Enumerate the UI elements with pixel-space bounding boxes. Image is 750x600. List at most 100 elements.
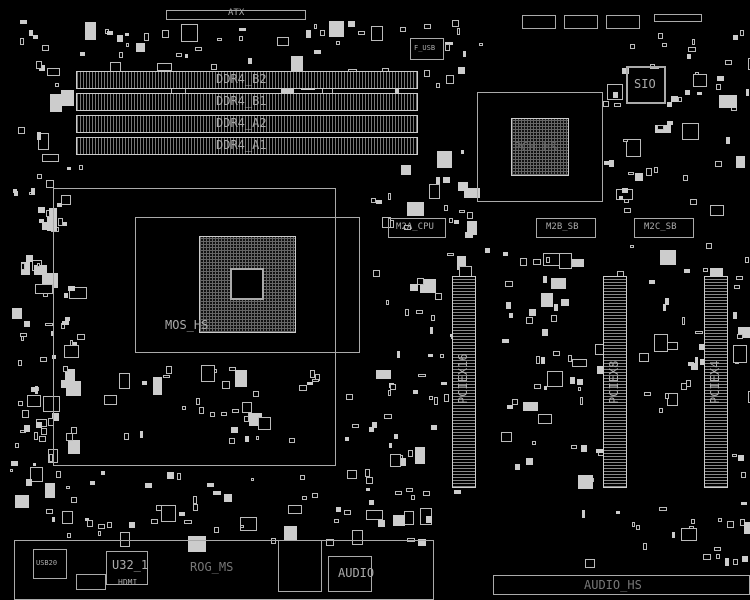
component-pad[interactable]: [529, 309, 536, 316]
component-pad[interactable]: [415, 447, 425, 463]
component-pad[interactable]: [544, 386, 547, 390]
component-pad[interactable]: [538, 414, 552, 424]
component-pad[interactable]: [98, 531, 101, 536]
component-pad[interactable]: [320, 30, 325, 36]
component-pad[interactable]: [56, 471, 61, 478]
component-pad[interactable]: [431, 425, 437, 430]
component-pad[interactable]: [716, 84, 722, 90]
component-pad[interactable]: [745, 257, 748, 264]
component-pad[interactable]: [622, 188, 627, 192]
component-pad[interactable]: [659, 408, 663, 413]
component-pad[interactable]: [66, 486, 70, 489]
component-pad[interactable]: [646, 168, 652, 176]
lan-connector[interactable]: [278, 540, 322, 592]
component-pad[interactable]: [371, 198, 376, 203]
component-pad[interactable]: [447, 253, 454, 256]
component-pad[interactable]: [658, 33, 663, 38]
component-pad[interactable]: [417, 278, 423, 285]
component-pad[interactable]: [240, 525, 244, 528]
component-pad[interactable]: [284, 526, 296, 540]
component-pad[interactable]: [26, 255, 34, 262]
component-pad[interactable]: [715, 161, 721, 167]
component-pad[interactable]: [662, 43, 667, 47]
component-pad[interactable]: [405, 309, 408, 316]
component-pad[interactable]: [431, 315, 435, 321]
component-pad[interactable]: [732, 454, 737, 457]
component-pad[interactable]: [683, 175, 688, 181]
component-pad[interactable]: [444, 394, 450, 402]
component-pad[interactable]: [39, 436, 46, 441]
component-pad[interactable]: [406, 488, 413, 493]
component-pad[interactable]: [581, 445, 587, 452]
component-pad[interactable]: [193, 504, 198, 511]
component-pad[interactable]: [553, 351, 559, 356]
component-pad[interactable]: [526, 317, 533, 324]
component-pad[interactable]: [334, 519, 339, 522]
component-pad[interactable]: [411, 495, 415, 500]
component-pad[interactable]: [410, 284, 418, 291]
component-pad[interactable]: [726, 137, 730, 143]
component-pad[interactable]: [41, 428, 47, 435]
component-pad[interactable]: [329, 21, 344, 38]
component-pad[interactable]: [388, 390, 391, 396]
component-pad[interactable]: [18, 127, 25, 133]
component-pad[interactable]: [657, 125, 664, 129]
component-pad[interactable]: [119, 52, 123, 59]
component-pad[interactable]: [454, 490, 460, 495]
component-pad[interactable]: [390, 384, 396, 390]
component-pad[interactable]: [10, 469, 13, 472]
component-pad[interactable]: [207, 483, 213, 487]
component-pad[interactable]: [251, 478, 254, 481]
component-pad[interactable]: [37, 263, 41, 267]
component-pad[interactable]: [67, 167, 71, 170]
component-pad[interactable]: [372, 422, 377, 428]
component-pad[interactable]: [369, 500, 373, 505]
component-pad[interactable]: [681, 528, 697, 541]
component-pad[interactable]: [177, 473, 181, 480]
component-pad[interactable]: [345, 437, 349, 440]
component-pad[interactable]: [693, 74, 708, 87]
component-pad[interactable]: [452, 20, 459, 27]
component-pad[interactable]: [423, 491, 430, 496]
component-pad[interactable]: [570, 377, 575, 384]
component-pad[interactable]: [288, 505, 302, 514]
component-pad[interactable]: [24, 321, 31, 326]
component-pad[interactable]: [467, 221, 476, 234]
component-pad[interactable]: [352, 424, 359, 428]
component-pad[interactable]: [408, 450, 413, 457]
component-pad[interactable]: [742, 556, 748, 562]
component-pad[interactable]: [532, 441, 536, 445]
component-pad[interactable]: [659, 507, 667, 512]
component-pad[interactable]: [682, 123, 699, 140]
component-pad[interactable]: [90, 481, 95, 484]
component-pad[interactable]: [136, 43, 145, 52]
component-pad[interactable]: [46, 509, 53, 513]
component-pad[interactable]: [706, 243, 712, 249]
component-pad[interactable]: [725, 60, 733, 66]
component-pad[interactable]: [373, 270, 381, 276]
component-pad[interactable]: [467, 212, 474, 219]
component-pad[interactable]: [18, 360, 22, 366]
component-pad[interactable]: [397, 351, 400, 357]
component-pad[interactable]: [378, 520, 385, 526]
component-pad[interactable]: [665, 393, 669, 399]
component-pad[interactable]: [348, 21, 355, 27]
component-pad[interactable]: [697, 92, 703, 95]
component-pad[interactable]: [55, 83, 59, 87]
component-pad[interactable]: [502, 339, 509, 343]
component-pad[interactable]: [559, 253, 572, 269]
component-pad[interactable]: [184, 520, 192, 524]
component-pad[interactable]: [407, 202, 425, 215]
header-1[interactable]: [522, 15, 556, 29]
component-pad[interactable]: [628, 172, 635, 176]
component-pad[interactable]: [454, 220, 458, 224]
header-4[interactable]: [654, 14, 702, 22]
component-pad[interactable]: [561, 299, 569, 306]
component-pad[interactable]: [733, 35, 738, 40]
component-pad[interactable]: [79, 165, 83, 171]
component-pad[interactable]: [461, 150, 464, 154]
component-pad[interactable]: [725, 558, 729, 566]
component-pad[interactable]: [554, 304, 558, 311]
component-pad[interactable]: [644, 392, 651, 396]
